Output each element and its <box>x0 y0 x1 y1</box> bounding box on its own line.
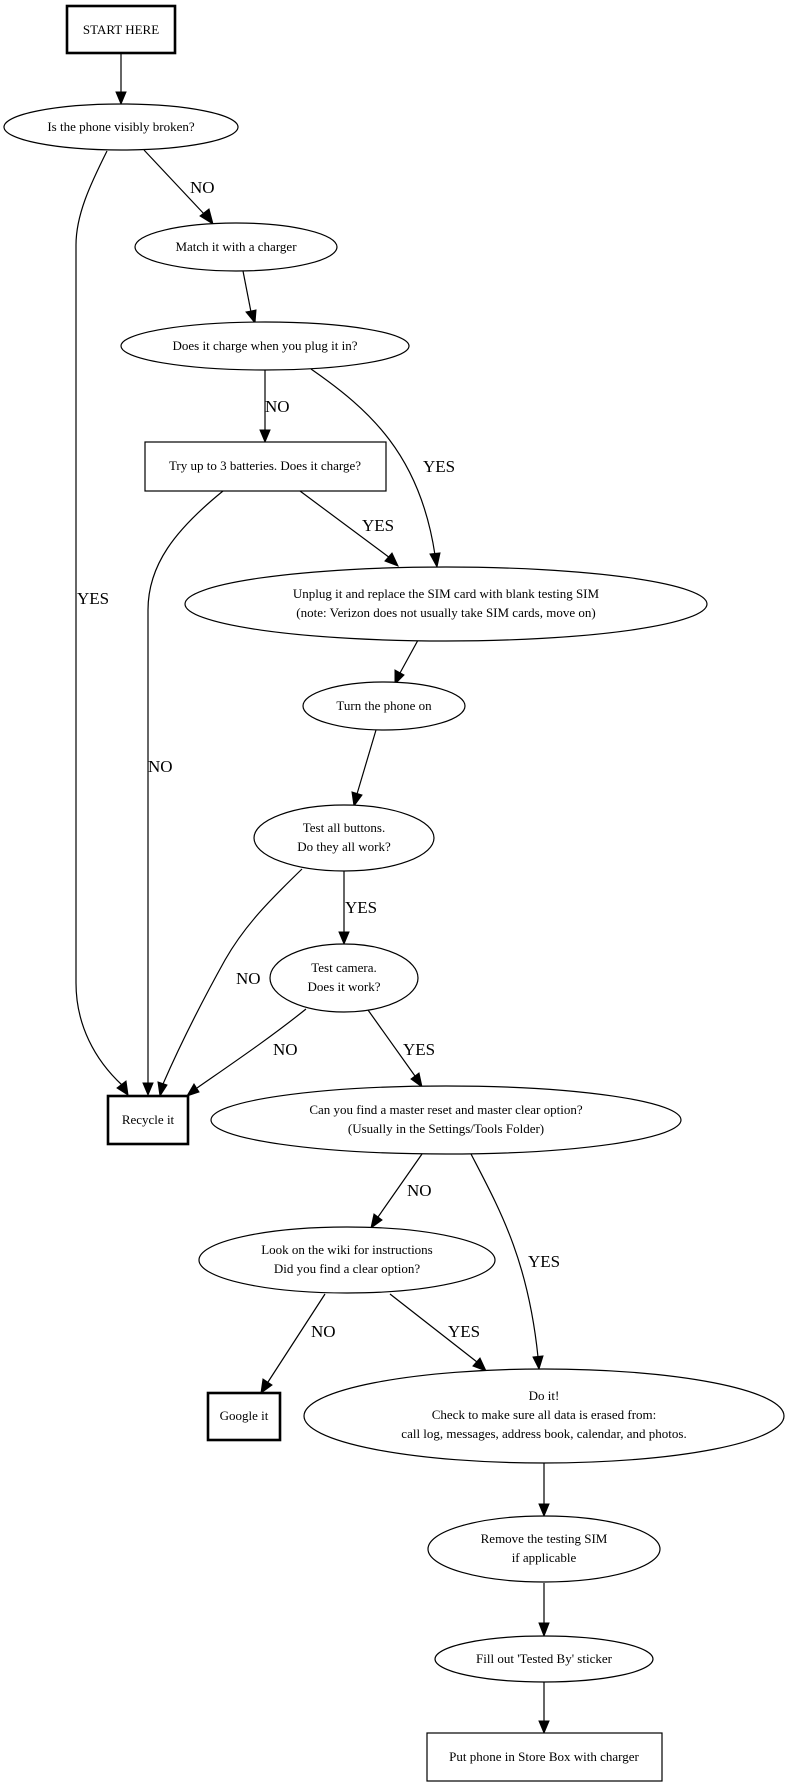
edge-label-batteries-no: NO <box>148 757 173 776</box>
arrowhead-icon <box>538 1503 550 1518</box>
node-start[interactable]: START HERE <box>65 4 177 55</box>
arrowhead-icon <box>157 1081 168 1098</box>
node-wiki-label-line1: Look on the wiki for instructions <box>261 1242 433 1257</box>
arrowhead-icon <box>429 552 441 569</box>
node-buttons-label-line2: Do they all work? <box>297 839 391 854</box>
node-do-it-label-line2: Check to make sure all data is erased fr… <box>432 1407 657 1422</box>
edge-turnon-to-buttons <box>356 729 377 795</box>
node-store-box-label: Put phone in Store Box with charger <box>449 1749 639 1764</box>
arrowhead-icon <box>538 1720 550 1735</box>
node-recycle[interactable]: Recycle it <box>106 1094 190 1146</box>
node-turn-on[interactable]: Turn the phone on <box>302 681 466 731</box>
edge-label-buttons-no: NO <box>236 969 261 988</box>
nodes: START HERE Is the phone visibly broken? … <box>3 4 785 1782</box>
edge-label-charge-no: NO <box>265 397 290 416</box>
node-google-label: Google it <box>220 1408 269 1423</box>
arrowhead-icon <box>260 1378 273 1395</box>
edge-label-wiki-yes: YES <box>448 1322 480 1341</box>
node-do-it-label-line3: call log, messages, address book, calend… <box>401 1426 686 1441</box>
edge-label-camera-no: NO <box>273 1040 298 1059</box>
node-do-it[interactable]: Do it! Check to make sure all data is er… <box>303 1368 785 1464</box>
arrowhead-icon <box>259 429 271 444</box>
node-buttons[interactable]: Test all buttons. Do they all work? <box>253 804 435 872</box>
edge-label-batteries-yes: YES <box>362 516 394 535</box>
edge-master-to-doit <box>470 1153 539 1358</box>
node-sim-label-line2: (note: Verizon does not usually take SIM… <box>296 605 595 620</box>
edge-master-to-wiki <box>377 1153 423 1218</box>
node-start-label: START HERE <box>83 22 159 37</box>
edge-label-buttons-yes: YES <box>345 898 377 917</box>
edge-camera-to-master <box>367 1009 416 1077</box>
arrowhead-icon <box>351 791 363 808</box>
edge-label-broken-no: NO <box>190 178 215 197</box>
arrowhead-icon <box>384 552 399 567</box>
node-remove-sim[interactable]: Remove the testing SIM if applicable <box>427 1515 661 1583</box>
arrowhead-icon <box>116 1080 129 1097</box>
edge-label-camera-yes: YES <box>403 1040 435 1059</box>
edge-charge-to-sim <box>310 368 436 556</box>
node-camera[interactable]: Test camera. Does it work? <box>269 943 419 1013</box>
node-master-reset-label-line2: (Usually in the Settings/Tools Folder) <box>348 1121 544 1136</box>
node-broken-label: Is the phone visibly broken? <box>47 119 195 134</box>
edge-wiki-to-google <box>267 1293 326 1383</box>
node-master-reset-label-line1: Can you find a master reset and master c… <box>309 1102 582 1117</box>
node-sticker-label: Fill out 'Tested By' sticker <box>476 1651 613 1666</box>
arrowhead-icon <box>245 309 257 325</box>
node-buttons-label-line1: Test all buttons. <box>303 820 386 835</box>
node-broken[interactable]: Is the phone visibly broken? <box>3 103 239 151</box>
node-master-reset[interactable]: Can you find a master reset and master c… <box>210 1085 682 1155</box>
arrowhead-icon <box>185 1083 200 1097</box>
node-google[interactable]: Google it <box>206 1391 282 1442</box>
edge-batteries-to-sim <box>299 490 391 559</box>
node-remove-sim-label-line2: if applicable <box>512 1550 577 1565</box>
edge-label-master-no: NO <box>407 1181 432 1200</box>
node-turn-on-label: Turn the phone on <box>336 698 432 713</box>
node-recycle-label: Recycle it <box>122 1112 175 1127</box>
node-remove-sim-label-line1: Remove the testing SIM <box>481 1531 608 1546</box>
node-wiki-label-line2: Did you find a clear option? <box>274 1261 420 1276</box>
edge-wiki-to-doit <box>389 1293 478 1363</box>
edges: NO YES NO YES YES NO YES <box>75 53 560 1735</box>
node-camera-label-line2: Does it work? <box>308 979 381 994</box>
edge-match-to-charge <box>242 270 252 313</box>
edge-camera-to-recycle <box>196 1008 307 1089</box>
node-do-it-label-line1: Do it! <box>529 1388 560 1403</box>
node-does-charge-label: Does it charge when you plug it in? <box>173 338 358 353</box>
node-store-box[interactable]: Put phone in Store Box with charger <box>426 1732 663 1782</box>
edge-label-wiki-no: NO <box>311 1322 336 1341</box>
edge-label-broken-yes: YES <box>77 589 109 608</box>
edge-label-master-yes: YES <box>528 1252 560 1271</box>
arrowhead-icon <box>410 1072 423 1089</box>
node-sim[interactable]: Unplug it and replace the SIM card with … <box>184 566 708 642</box>
edge-buttons-to-recycle <box>162 868 303 1085</box>
node-sim-label-line1: Unplug it and replace the SIM card with … <box>293 586 600 601</box>
edge-broken-to-match <box>143 149 206 216</box>
node-batteries-label: Try up to 3 batteries. Does it charge? <box>169 458 361 473</box>
edge-broken-to-recycle <box>75 150 123 1086</box>
arrowhead-icon <box>199 208 214 226</box>
arrowhead-icon <box>472 1357 487 1372</box>
node-does-charge[interactable]: Does it charge when you plug it in? <box>120 321 410 371</box>
edge-label-charge-yes: YES <box>423 457 455 476</box>
node-wiki[interactable]: Look on the wiki for instructions Did yo… <box>198 1226 496 1294</box>
arrowhead-icon <box>142 1082 154 1097</box>
arrowhead-icon <box>394 669 405 686</box>
arrowhead-icon <box>538 1622 550 1638</box>
node-match-charger[interactable]: Match it with a charger <box>134 222 338 272</box>
node-camera-label-line1: Test camera. <box>311 960 377 975</box>
arrowhead-icon <box>532 1355 544 1371</box>
node-batteries[interactable]: Try up to 3 batteries. Does it charge? <box>144 441 387 492</box>
node-sticker[interactable]: Fill out 'Tested By' sticker <box>434 1635 654 1683</box>
arrowhead-icon <box>338 931 350 946</box>
edge-batteries-to-recycle <box>147 490 224 1084</box>
arrowhead-icon <box>370 1213 383 1230</box>
node-match-charger-label: Match it with a charger <box>175 239 297 254</box>
arrowhead-icon <box>115 91 127 106</box>
